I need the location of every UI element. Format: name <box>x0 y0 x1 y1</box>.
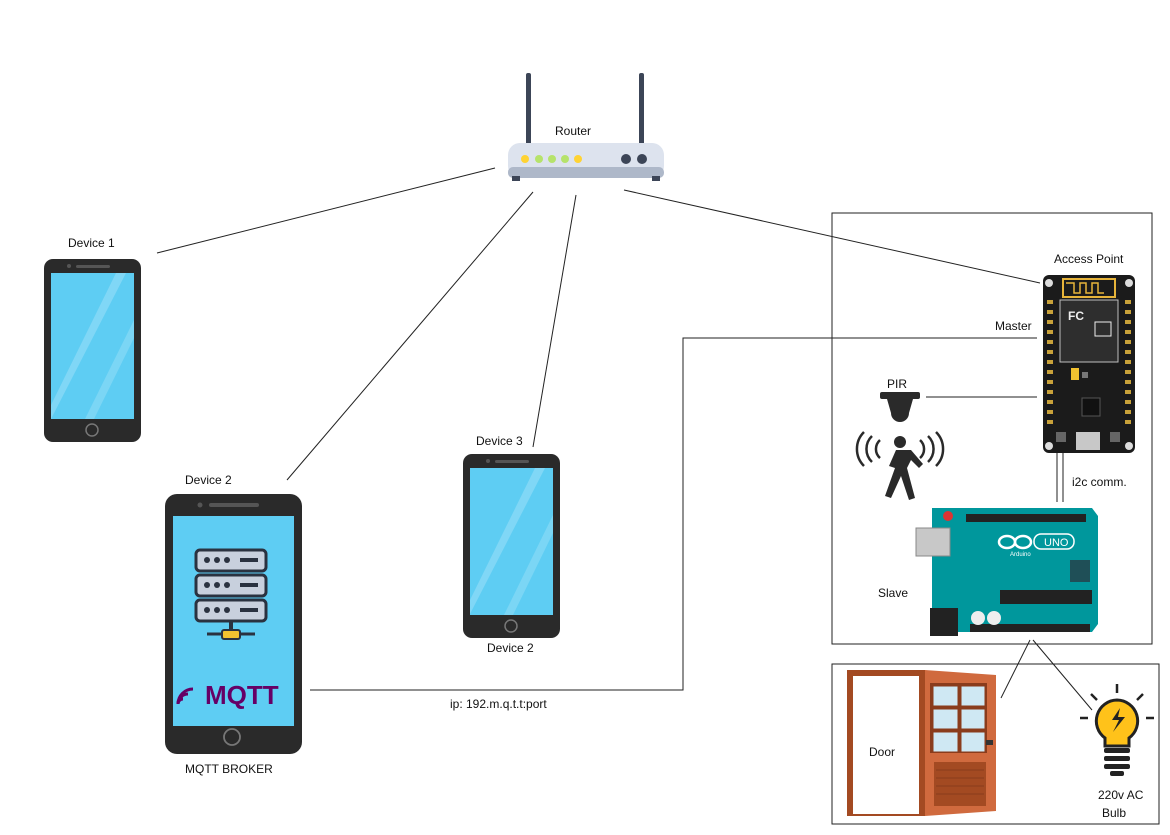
nodemcu-board-icon: FC <box>1043 275 1135 453</box>
controller-box <box>831 212 1153 645</box>
svg-text:FC: FC <box>1068 309 1084 323</box>
mqtt-broker-label: MQTT BROKER <box>185 762 273 776</box>
master-label: Master <box>995 319 1032 333</box>
router-device3-link <box>532 194 577 448</box>
mqtt-logo: MQTT <box>176 680 279 710</box>
broker-master-link <box>310 337 1037 691</box>
device2-label: Device 2 <box>185 473 232 487</box>
arduino-uno-board-icon: UNO Arduino <box>915 508 1098 636</box>
uno-logo-text: UNO <box>1044 537 1069 549</box>
ip-address-label: ip: 192.m.q.t.t:port <box>450 697 547 711</box>
mqtt-logo-text: MQTT <box>205 680 279 710</box>
arduino-door-link <box>1000 639 1031 699</box>
device2-phone-icon <box>165 494 302 754</box>
i2c-label: i2c comm. <box>1072 475 1127 489</box>
connection-lines <box>156 167 1093 711</box>
door-icon <box>847 670 996 816</box>
device1-phone-icon <box>44 259 141 442</box>
arduino-bulb-link <box>1032 639 1093 711</box>
router-icon <box>508 73 664 181</box>
bulb-label-line2: Bulb <box>1102 806 1127 820</box>
arduino-logo-text: Arduino <box>1010 552 1031 558</box>
actuator-box <box>831 663 1160 825</box>
access-point-label: Access Point <box>1054 252 1124 266</box>
device1-label: Device 1 <box>68 236 115 250</box>
router-label: Router <box>555 124 592 138</box>
slave-label: Slave <box>878 586 909 600</box>
pir-sensor-icon <box>855 392 945 500</box>
bulb-label-line1: 220v AC <box>1098 788 1144 802</box>
bulb-icon <box>1080 684 1154 776</box>
device3-caption: Device 2 <box>487 641 534 655</box>
device3-phone-icon <box>463 454 560 638</box>
pir-label: PIR <box>887 377 908 391</box>
device3-label: Device 3 <box>476 434 523 448</box>
server-rack-icon <box>194 548 268 640</box>
router-device2-link <box>286 191 534 481</box>
door-label: Door <box>869 745 896 759</box>
router-device1-link <box>156 167 496 254</box>
